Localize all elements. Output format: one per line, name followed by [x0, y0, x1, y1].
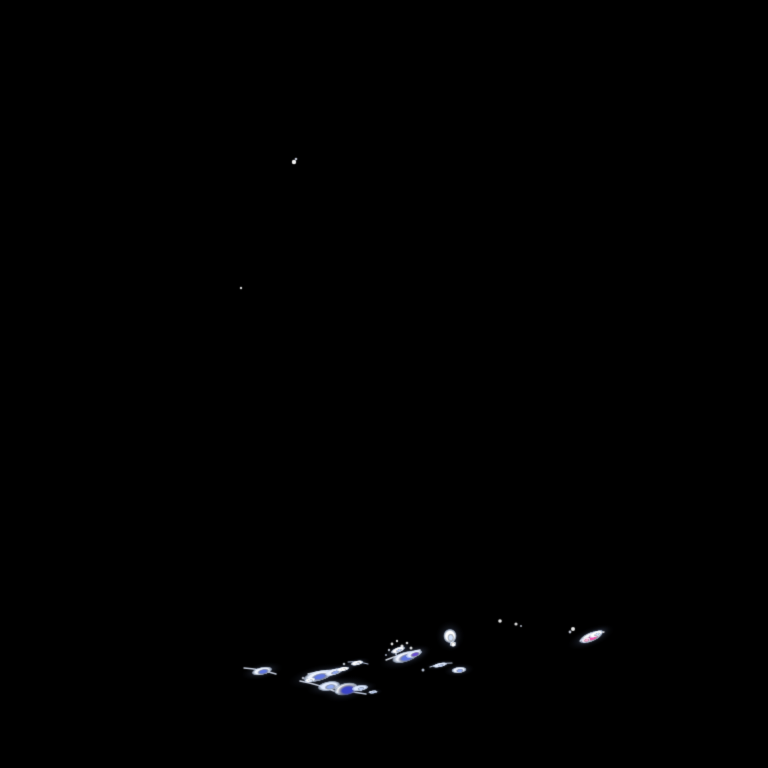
radar-composite-canvas: [0, 0, 768, 768]
radar-viewport: Radar Composite Reflectivity: [0, 0, 768, 768]
